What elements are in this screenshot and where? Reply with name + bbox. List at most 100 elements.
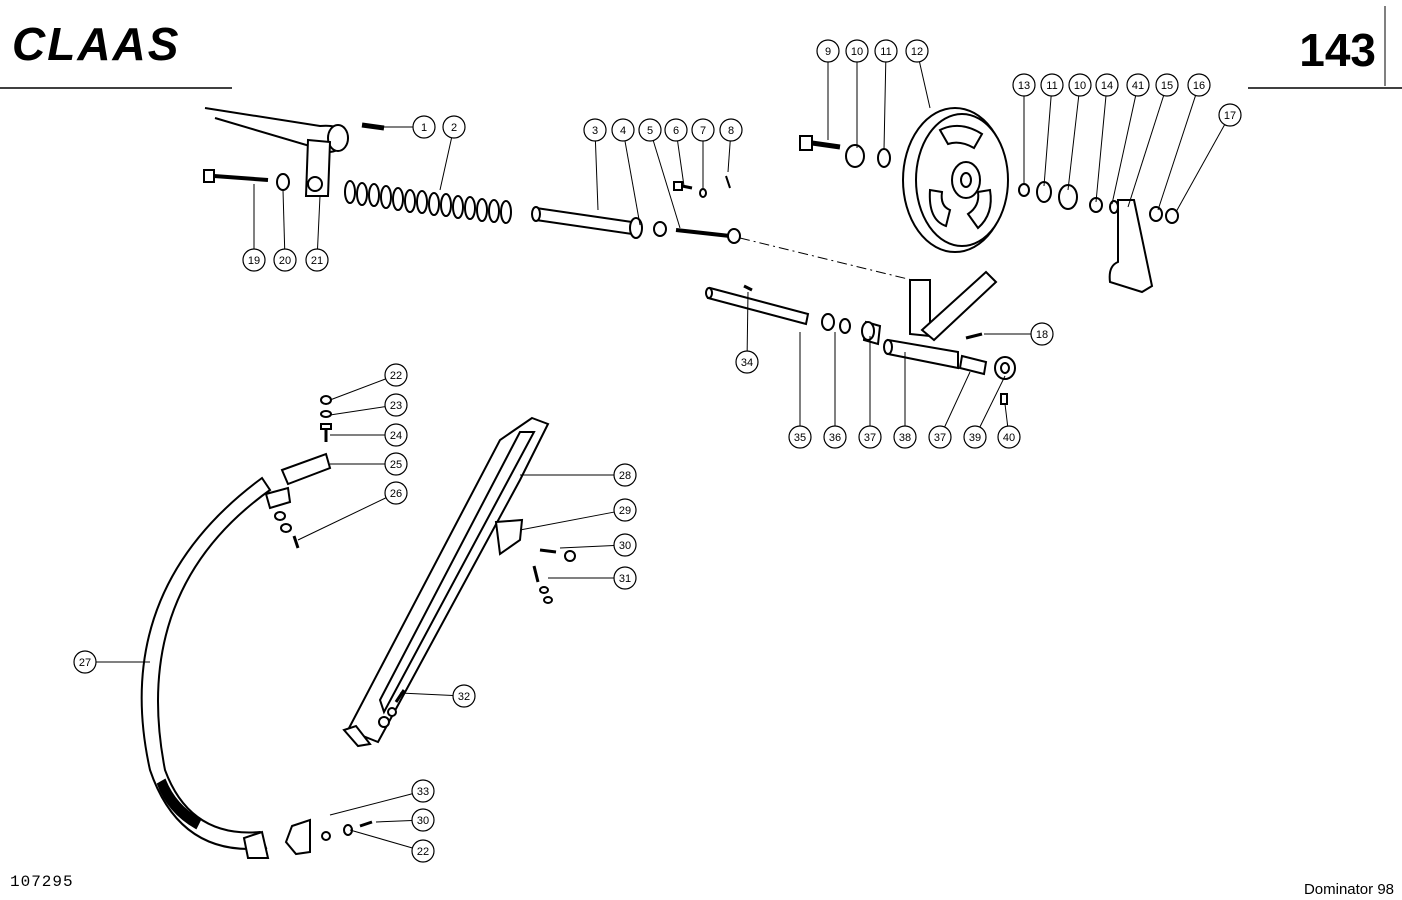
- callout-circle: [384, 423, 408, 447]
- callout-24: 24: [330, 423, 408, 447]
- callout-circle: [411, 839, 435, 863]
- callout-leader-line: [652, 140, 681, 229]
- callout-32: 32: [399, 684, 476, 708]
- callout-circle: [412, 115, 436, 139]
- callout-16: 16: [1157, 73, 1211, 211]
- callout-circle: [638, 118, 662, 142]
- callout-34: 34: [735, 291, 759, 374]
- callout-label: 28: [619, 470, 631, 482]
- callout-circle: [1068, 73, 1092, 97]
- callout-23: 23: [329, 393, 408, 417]
- callout-leader-line: [883, 61, 887, 151]
- callout-circle: [384, 452, 408, 476]
- callout-7: 7: [691, 118, 715, 190]
- callout-19: 19: [242, 184, 266, 272]
- callout-circle: [613, 498, 637, 522]
- callout-circle: [823, 425, 847, 449]
- callout-circle: [928, 425, 952, 449]
- callout-40: 40: [997, 403, 1021, 449]
- callout-circle: [384, 363, 408, 387]
- callout-circle: [242, 248, 266, 272]
- callout-3: 3: [583, 118, 607, 211]
- callout-25: 25: [330, 452, 408, 476]
- spring-coils: [344, 180, 512, 224]
- callout-circle: [613, 566, 637, 590]
- callout-circle: [845, 39, 869, 63]
- callout-label: 19: [248, 255, 260, 267]
- alignment-line: [739, 237, 913, 281]
- callout-circle: [788, 425, 812, 449]
- callout-circle: [997, 425, 1021, 449]
- strap-assembly: [140, 395, 576, 859]
- callout-label: 24: [390, 430, 402, 442]
- callout-26: 26: [297, 481, 408, 541]
- callout-label: 3: [592, 125, 598, 137]
- callout-circle: [384, 481, 408, 505]
- callout-label: 14: [1101, 80, 1113, 92]
- callout-28: 28: [520, 463, 637, 487]
- callout-circle: [1155, 73, 1179, 97]
- callout-label: 35: [794, 432, 806, 444]
- callout-leader-line: [918, 61, 931, 109]
- callout-circle: [411, 779, 435, 803]
- spring-assembly: [203, 107, 741, 244]
- callout-circle: [816, 39, 840, 63]
- document-number: 107295: [10, 873, 74, 891]
- callout-label: 15: [1161, 80, 1173, 92]
- callout-label: 22: [417, 846, 429, 858]
- callout-label: 13: [1018, 80, 1030, 92]
- callout-leader-line: [1127, 95, 1165, 208]
- callout-circle: [1187, 73, 1211, 97]
- callout-leader-line: [329, 406, 386, 416]
- callout-13: 13: [1012, 73, 1036, 184]
- callout-leader-line: [1043, 95, 1052, 187]
- callout-leader-line: [329, 793, 413, 816]
- callout-22: 22: [329, 363, 408, 401]
- callout-circle: [1012, 73, 1036, 97]
- callout-leader-line: [349, 829, 413, 849]
- callout-label: 18: [1036, 329, 1048, 341]
- callout-leader-line: [519, 511, 615, 531]
- callout-leader-line: [1157, 95, 1197, 211]
- callout-circle: [719, 118, 743, 142]
- callout-leader-line: [944, 371, 971, 428]
- callout-circle: [583, 118, 607, 142]
- callout-circle: [893, 425, 917, 449]
- callout-leader-line: [329, 378, 386, 401]
- callout-label: 38: [899, 432, 911, 444]
- callout-circle: [613, 533, 637, 557]
- callout-label: 37: [934, 432, 946, 444]
- callout-label: 30: [619, 540, 631, 552]
- callout-label: 8: [728, 125, 734, 137]
- callout-label: 29: [619, 505, 631, 517]
- callout-12: 12: [905, 39, 931, 109]
- callout-leader-line: [1111, 95, 1137, 205]
- callout-label: 11: [1046, 80, 1057, 92]
- callout-label: 11: [880, 46, 891, 58]
- callout-label: 22: [390, 370, 402, 382]
- brand-logo: CLAAS: [12, 18, 180, 70]
- callout-4: 4: [611, 118, 641, 226]
- callout-33: 33: [329, 779, 435, 816]
- callout-39: 39: [963, 375, 1006, 449]
- callout-leader-line: [297, 497, 387, 541]
- callout-label: 33: [417, 786, 429, 798]
- callout-14: 14: [1095, 73, 1119, 203]
- callout-37: 37: [858, 336, 882, 449]
- callout-circle: [858, 425, 882, 449]
- callout-1: 1: [382, 115, 436, 139]
- callout-label: 25: [390, 459, 402, 471]
- callout-35: 35: [788, 332, 812, 449]
- callout-circle: [305, 248, 329, 272]
- callout-37: 37: [928, 371, 971, 449]
- callout-10: 10: [1067, 73, 1092, 191]
- callout-label: 36: [829, 432, 841, 444]
- callout-label: 5: [647, 125, 653, 137]
- callout-38: 38: [893, 352, 917, 449]
- callout-6: 6: [664, 118, 688, 187]
- callout-label: 10: [851, 46, 863, 58]
- callout-circle: [874, 39, 898, 63]
- callout-circle: [905, 39, 929, 63]
- callout-leader-line: [746, 291, 749, 352]
- callout-label: 40: [1003, 432, 1015, 444]
